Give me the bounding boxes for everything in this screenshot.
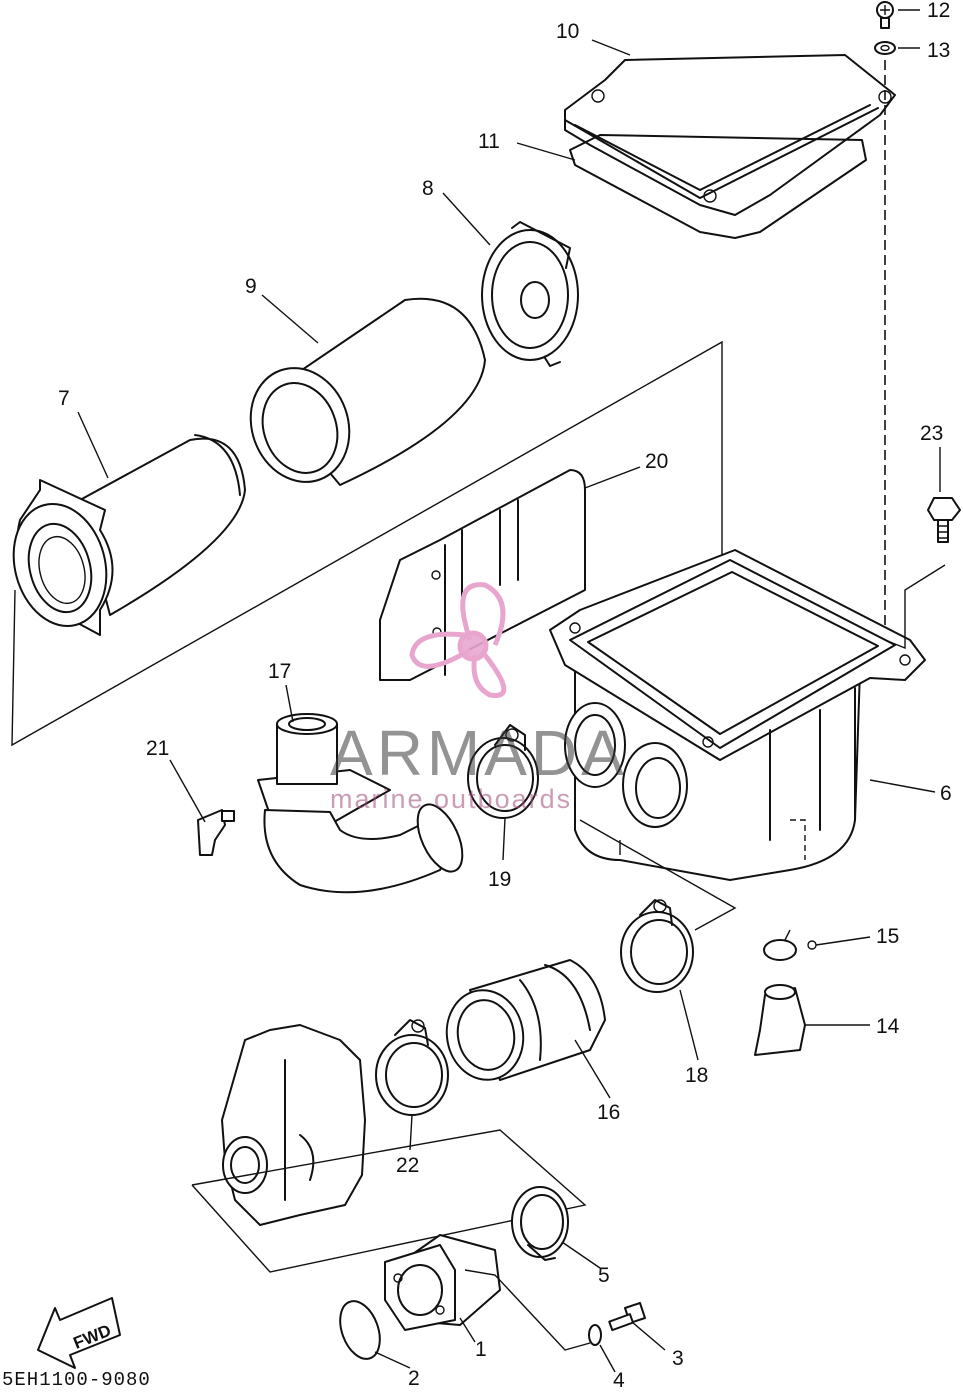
callout-14: 14 [876, 1015, 900, 1038]
part-17-joint [257, 713, 464, 894]
callout-20: 20 [645, 450, 668, 473]
manifold-bolt-guide [464, 1269, 591, 1351]
callout-3: 3 [672, 1347, 684, 1370]
carburetor-outline [221, 1024, 366, 1226]
part-19-clamp [467, 724, 539, 819]
callout-15: 15 [876, 925, 899, 948]
watermark-subtitle: marine outboards [330, 784, 572, 814]
callout-18: 18 [685, 1064, 708, 1087]
part-6-air-box [549, 549, 926, 881]
part-12-screw [876, 1, 894, 29]
part-11-gasket [569, 134, 867, 239]
callout-13: 13 [927, 39, 950, 62]
callout-19: 19 [488, 868, 511, 891]
propeller-logo-icon [409, 582, 507, 698]
part-13-washer [874, 41, 896, 55]
armada-watermark: ARMADA marine outboards [330, 582, 628, 814]
callout-4: 4 [613, 1369, 625, 1389]
part-5-clamp [511, 1186, 569, 1261]
callout-10: 10 [556, 20, 579, 43]
watermark-title: ARMADA [330, 717, 628, 789]
callout-21: 21 [146, 737, 169, 760]
callout-6: 6 [940, 782, 952, 805]
part-2-o-ring [339, 1300, 381, 1360]
part-18-clamp [620, 899, 694, 993]
part-14-drain [754, 984, 806, 1056]
callout-8: 8 [422, 177, 434, 200]
callout-1: 1 [475, 1338, 487, 1361]
part-22-clamp [375, 1019, 449, 1116]
leader-lines [77, 9, 941, 1373]
filter-assembly-bracket [11, 340, 723, 747]
diagram-code: 5EH1100-9080 [2, 1369, 151, 1389]
part-16-joint-hose [445, 959, 606, 1081]
callout-16: 16 [597, 1101, 620, 1124]
callout-2: 2 [408, 1367, 420, 1389]
callout-9: 9 [245, 275, 257, 298]
part-20-plate [379, 469, 586, 681]
callout-5: 5 [598, 1264, 610, 1287]
callout-22: 22 [396, 1154, 419, 1177]
part-3-bolt [608, 1302, 646, 1332]
bolt-23-guide [884, 564, 946, 650]
part-23-bolt [927, 497, 961, 543]
part-21-fitting [197, 809, 235, 856]
callout-12: 12 [927, 0, 950, 22]
callout-17: 17 [268, 660, 291, 683]
part-1-manifold [384, 1234, 501, 1331]
lower-bracket [191, 1129, 587, 1273]
part-7-filter-guide [12, 434, 246, 636]
fwd-arrow [37, 1297, 121, 1369]
callout-7: 7 [58, 387, 70, 410]
box-bracket [579, 819, 737, 931]
callout-23: 23 [920, 422, 943, 445]
callout-labels: 10 11 12 13 8 9 7 20 23 17 21 6 19 15 14… [58, 0, 952, 1392]
part-8-filter-cap [481, 221, 579, 367]
part-4-washer [588, 1324, 602, 1346]
part-15-plug [763, 929, 817, 961]
callout-11: 11 [478, 130, 500, 153]
part-9-filter-element [249, 297, 486, 486]
